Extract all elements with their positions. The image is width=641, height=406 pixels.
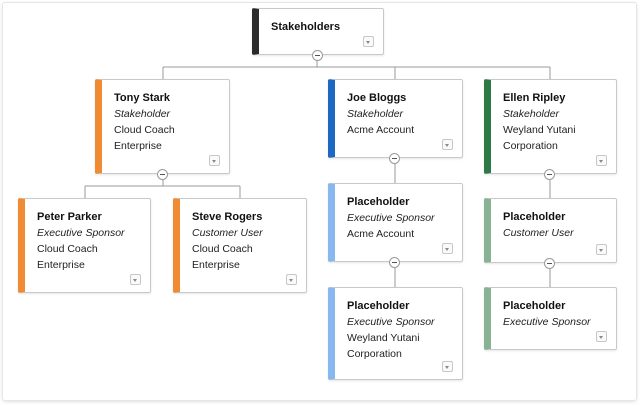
node-role: Stakeholder — [114, 108, 171, 120]
node-name: Placeholder — [503, 211, 566, 223]
node-card-placeholder[interactable]: Placeholder Executive Sponsor Weyland Yu… — [328, 287, 463, 380]
node-card-tony-stark[interactable]: Tony Stark Stakeholder Cloud Coach Enter… — [95, 79, 230, 174]
node-name: Placeholder — [347, 196, 410, 208]
node-name: Placeholder — [503, 300, 566, 312]
minus-circle-icon[interactable] — [544, 258, 555, 269]
node-detail: Cloud Coach Enterprise — [37, 243, 98, 271]
minus-circle-icon[interactable] — [389, 257, 400, 268]
node-role: Executive Sponsor — [347, 212, 435, 224]
node-detail: Weyland Yutani Corporation — [503, 124, 576, 152]
node-name: Ellen Ripley — [503, 92, 566, 104]
minus-circle-icon[interactable] — [312, 50, 323, 61]
chevron-down-icon[interactable] — [286, 274, 297, 285]
node-role: Executive Sponsor — [347, 316, 435, 328]
node-detail: Acme Account — [347, 228, 415, 240]
node-role: Customer User — [503, 227, 574, 239]
chevron-down-icon[interactable] — [209, 155, 220, 166]
node-role: Stakeholder — [503, 108, 560, 120]
minus-circle-icon[interactable] — [389, 153, 400, 164]
node-card-ellen-ripley[interactable]: Ellen Ripley Stakeholder Weyland Yutani … — [484, 79, 617, 174]
node-card-placeholder[interactable]: Placeholder Executive Sponsor — [484, 287, 617, 350]
node-role: Customer User — [192, 227, 263, 239]
chevron-down-icon[interactable] — [130, 274, 141, 285]
node-name: Stakeholders — [271, 21, 341, 33]
node-name: Placeholder — [347, 300, 410, 312]
node-card-placeholder[interactable]: Placeholder Customer User — [484, 198, 617, 263]
node-detail: Acme Account — [347, 124, 415, 136]
minus-circle-icon[interactable] — [544, 169, 555, 180]
node-role: Stakeholder — [347, 108, 404, 120]
node-detail: Cloud Coach Enterprise — [192, 243, 253, 271]
chevron-down-icon[interactable] — [442, 361, 453, 372]
node-name: Joe Bloggs — [347, 92, 407, 104]
node-card-joe-bloggs[interactable]: Joe Bloggs Stakeholder Acme Account — [328, 79, 463, 158]
node-role: Executive Sponsor — [503, 316, 591, 328]
node-card-steve-rogers[interactable]: Steve Rogers Customer User Cloud Coach E… — [173, 198, 307, 293]
node-detail: Cloud Coach Enterprise — [114, 124, 175, 152]
chevron-down-icon[interactable] — [442, 243, 453, 254]
node-card-peter-parker[interactable]: Peter Parker Executive Sponsor Cloud Coa… — [18, 198, 151, 293]
chevron-down-icon[interactable] — [363, 36, 374, 47]
minus-circle-icon[interactable] — [157, 169, 168, 180]
node-detail: Weyland Yutani Corporation — [347, 332, 420, 360]
chevron-down-icon[interactable] — [442, 139, 453, 150]
chevron-down-icon[interactable] — [596, 244, 607, 255]
node-card-root[interactable]: Stakeholders — [252, 8, 384, 55]
node-card-placeholder[interactable]: Placeholder Executive Sponsor Acme Accou… — [328, 183, 463, 262]
chevron-down-icon[interactable] — [596, 155, 607, 166]
node-name: Tony Stark — [114, 92, 171, 104]
node-role: Executive Sponsor — [37, 227, 125, 239]
node-name: Peter Parker — [37, 211, 102, 223]
chevron-down-icon[interactable] — [596, 331, 607, 342]
node-name: Steve Rogers — [192, 211, 263, 223]
